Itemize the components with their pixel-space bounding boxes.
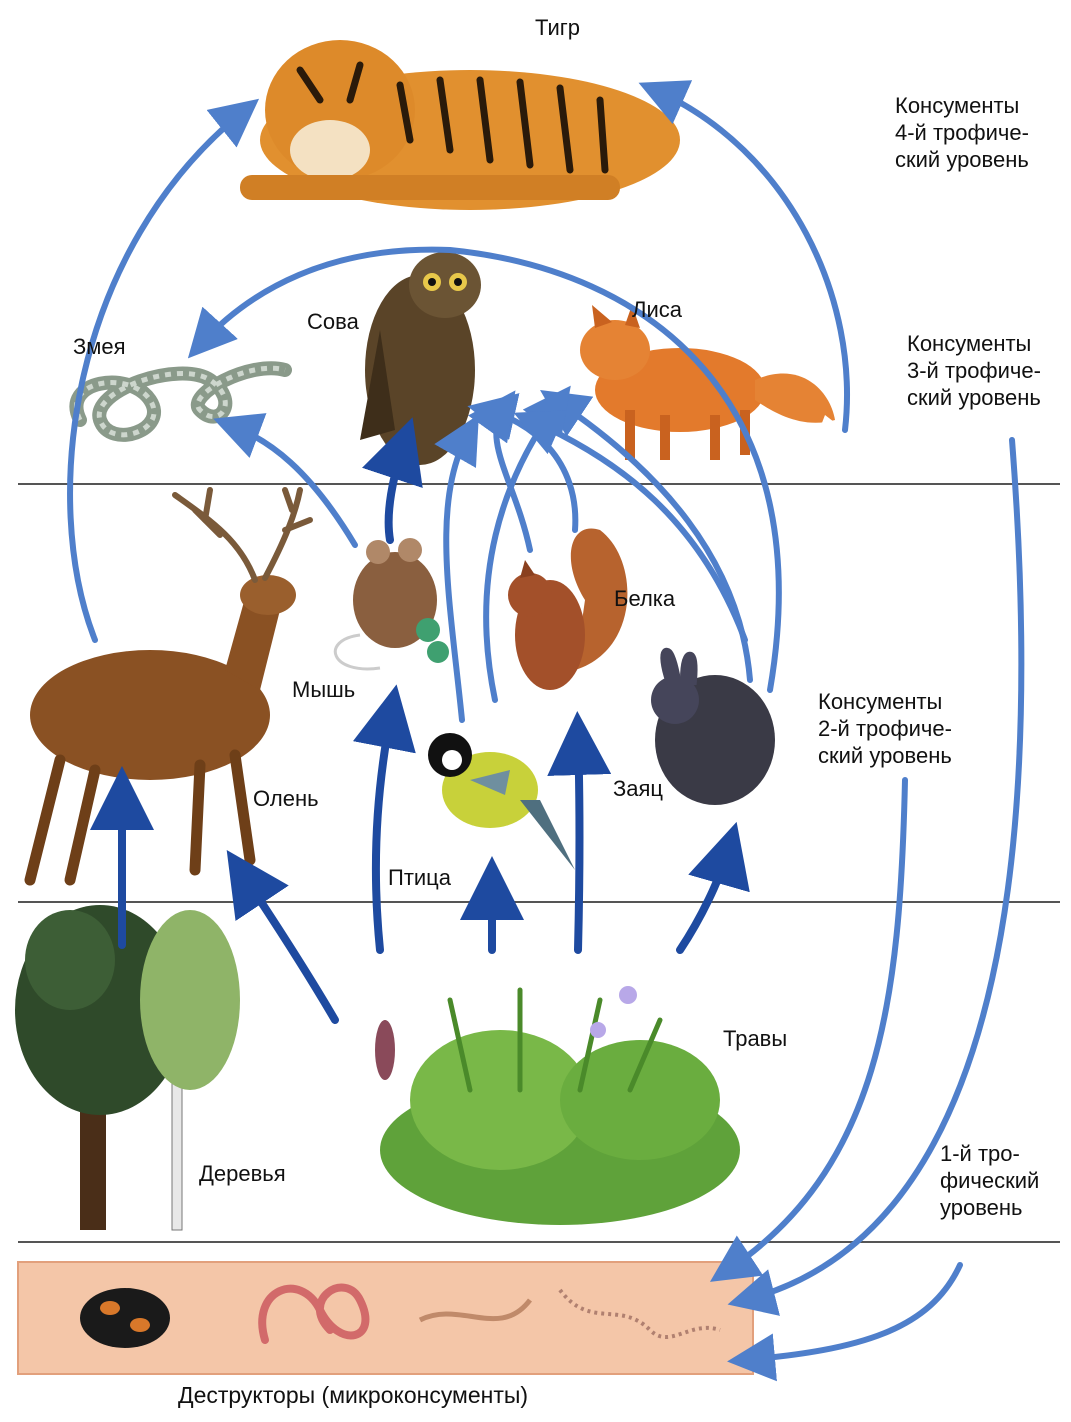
label-squirrel: Белка	[614, 585, 675, 612]
arrow-grasses-to-squirrel	[578, 735, 580, 950]
arrow-mouse-to-owl-short	[389, 440, 405, 540]
label-level4: Консументы 4-й трофиче- ский уровень	[895, 92, 1029, 173]
grasses-illustration	[375, 986, 740, 1225]
owl-illustration	[360, 252, 481, 465]
label-bird: Птица	[388, 864, 451, 891]
arrow-grasses-to-deer	[240, 870, 335, 1020]
arrow-grasses-to-hare	[680, 845, 730, 950]
label-snake: Змея	[73, 333, 126, 360]
fox-illustration	[580, 305, 838, 460]
label-decomposers: Деструкторы (микроконсументы)	[178, 1382, 528, 1409]
snake-illustration	[76, 368, 285, 435]
bird-illustration	[428, 733, 575, 870]
label-hare: Заяц	[613, 775, 663, 802]
arrow-bird-to-fox	[446, 430, 470, 720]
hare-illustration	[651, 653, 775, 805]
label-fox: Лиса	[632, 296, 682, 323]
mouse-illustration	[335, 538, 449, 669]
label-trees: Деревья	[199, 1160, 286, 1187]
label-level3: Консументы 3-й трофиче- ский уровень	[907, 330, 1041, 411]
squirrel-illustration	[508, 528, 627, 690]
arrow-hare-to-snake	[200, 250, 779, 690]
label-level1: 1-й тро- фический уровень	[940, 1140, 1039, 1221]
label-level2: Консументы 2-й трофиче- ский уровень	[818, 688, 952, 769]
label-grasses: Травы	[723, 1025, 787, 1052]
tiger-illustration	[240, 40, 680, 210]
label-owl: Сова	[307, 308, 359, 335]
arrow-grasses-to-mouse	[376, 708, 392, 950]
label-tiger: Тигр	[535, 14, 580, 41]
arrow-level1-to-decomposers	[745, 1265, 960, 1360]
label-deer: Олень	[253, 785, 319, 812]
label-mouse: Мышь	[292, 676, 355, 703]
